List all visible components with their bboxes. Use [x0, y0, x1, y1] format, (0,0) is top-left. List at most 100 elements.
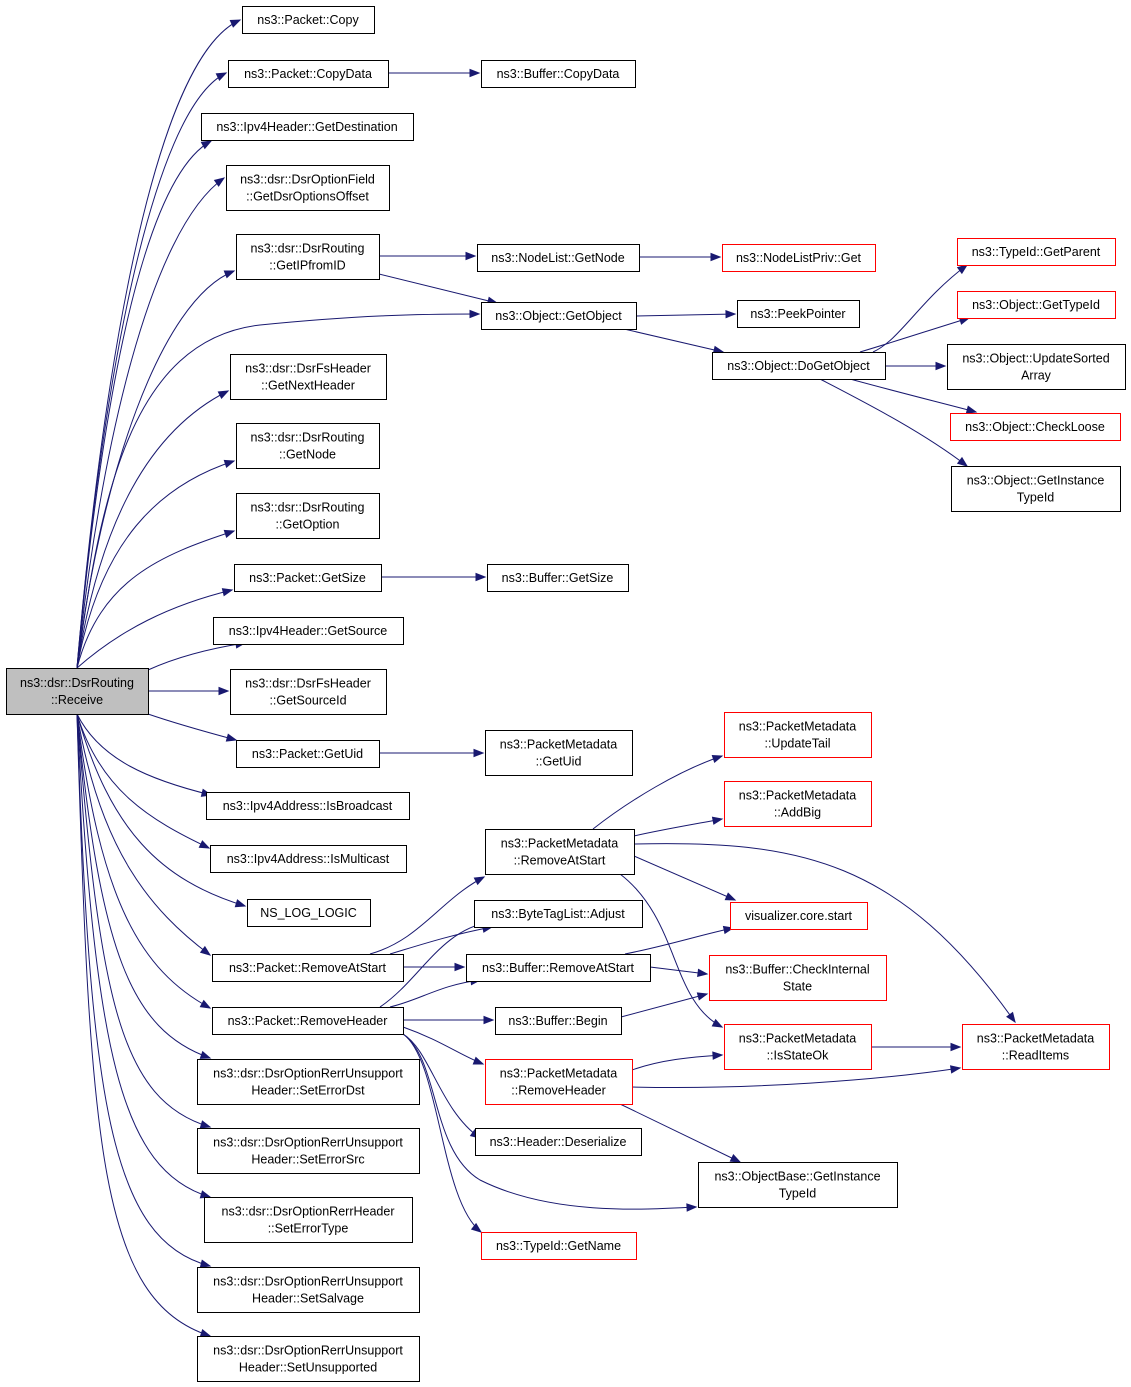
node-box[interactable]: [247, 899, 371, 927]
node-btladjust[interactable]: ns3::ByteTagList::Adjust: [474, 900, 643, 928]
node-copydata[interactable]: ns3::Packet::CopyData: [228, 60, 389, 88]
node-box[interactable]: [947, 344, 1126, 390]
node-typeidgetname[interactable]: ns3::TypeId::GetName: [481, 1232, 637, 1260]
node-box[interactable]: [481, 302, 637, 330]
node-box[interactable]: [474, 900, 643, 928]
node-box[interactable]: [230, 669, 387, 715]
node-box[interactable]: [236, 234, 380, 280]
node-box[interactable]: [201, 113, 414, 141]
node-box[interactable]: [722, 244, 876, 272]
node-seterrordst[interactable]: ns3::dsr::DsrOptionRerrUnsupportHeader::…: [197, 1059, 420, 1105]
node-box[interactable]: [724, 781, 872, 827]
node-pmupdatetail[interactable]: ns3::PacketMetadata::UpdateTail: [724, 712, 872, 758]
node-box[interactable]: [236, 423, 380, 469]
node-getipfromid[interactable]: ns3::dsr::DsrRouting::GetIPfromID: [236, 234, 380, 280]
node-getsource[interactable]: ns3::Ipv4Header::GetSource: [213, 617, 404, 645]
node-box[interactable]: [6, 668, 149, 715]
node-peekpointer[interactable]: ns3::PeekPointer: [737, 300, 860, 328]
node-box[interactable]: [234, 564, 382, 592]
node-pktremoveheader[interactable]: ns3::Packet::RemoveHeader: [212, 1007, 404, 1035]
node-box[interactable]: [242, 6, 375, 34]
node-box[interactable]: [228, 60, 389, 88]
node-typeidgetparent[interactable]: ns3::TypeId::GetParent: [957, 238, 1116, 266]
node-pktgetsize[interactable]: ns3::Packet::GetSize: [234, 564, 382, 592]
node-box[interactable]: [236, 493, 380, 539]
node-getdsroff[interactable]: ns3::dsr::DsrOptionField::GetDsrOptionsO…: [226, 165, 390, 211]
node-seterrortype[interactable]: ns3::dsr::DsrOptionRerrHeader::SetErrorT…: [204, 1197, 413, 1243]
node-box[interactable]: [475, 1128, 642, 1156]
node-bufcopydata[interactable]: ns3::Buffer::CopyData: [481, 60, 636, 88]
node-ismulticast[interactable]: ns3::Ipv4Address::IsMulticast: [210, 845, 407, 873]
node-box[interactable]: [951, 466, 1121, 512]
node-pmremoveatstart[interactable]: ns3::PacketMetadata::RemoveAtStart: [485, 829, 635, 875]
node-box[interactable]: [466, 954, 651, 982]
node-pmreaditems[interactable]: ns3::PacketMetadata::ReadItems: [962, 1024, 1110, 1070]
node-box[interactable]: [724, 1024, 872, 1070]
node-box[interactable]: [495, 1007, 622, 1035]
node-dogetobject[interactable]: ns3::Object::DoGetObject: [712, 352, 886, 380]
node-checkloose[interactable]: ns3::Object::CheckLoose: [950, 413, 1121, 441]
node-box[interactable]: [230, 354, 387, 400]
node-box[interactable]: [210, 845, 407, 873]
node-hdrdeserialize[interactable]: ns3::Header::Deserialize: [475, 1128, 642, 1156]
node-box[interactable]: [204, 1197, 413, 1243]
node-nodelistgetnode[interactable]: ns3::NodeList::GetNode: [477, 244, 640, 272]
node-root[interactable]: ns3::dsr::DsrRouting::Receive: [6, 668, 149, 715]
node-box[interactable]: [212, 954, 404, 982]
node-setunsupported[interactable]: ns3::dsr::DsrOptionRerrUnsupportHeader::…: [197, 1336, 420, 1382]
node-box[interactable]: [197, 1128, 420, 1174]
node-box[interactable]: [485, 1059, 633, 1105]
node-getnode[interactable]: ns3::dsr::DsrRouting::GetNode: [236, 423, 380, 469]
node-setsalvage[interactable]: ns3::dsr::DsrOptionRerrUnsupportHeader::…: [197, 1267, 420, 1313]
node-box[interactable]: [712, 352, 886, 380]
node-box[interactable]: [197, 1059, 420, 1105]
node-pktremoveatstart[interactable]: ns3::Packet::RemoveAtStart: [212, 954, 404, 982]
node-box[interactable]: [226, 165, 390, 211]
node-pktgetuid[interactable]: ns3::Packet::GetUid: [236, 740, 380, 768]
node-box[interactable]: [737, 300, 860, 328]
node-getdest[interactable]: ns3::Ipv4Header::GetDestination: [201, 113, 414, 141]
node-objgettypeid[interactable]: ns3::Object::GetTypeId: [957, 291, 1116, 319]
node-pmremoveheader[interactable]: ns3::PacketMetadata::RemoveHeader: [485, 1059, 633, 1105]
node-nodelistprivget[interactable]: ns3::NodeListPriv::Get: [722, 244, 876, 272]
node-box[interactable]: [724, 712, 872, 758]
node-isbroadcast[interactable]: ns3::Ipv4Address::IsBroadcast: [206, 792, 410, 820]
node-box[interactable]: [206, 792, 410, 820]
node-bufgetsize[interactable]: ns3::Buffer::GetSize: [487, 564, 629, 592]
node-getsourceid[interactable]: ns3::dsr::DsrFsHeader::GetSourceId: [230, 669, 387, 715]
node-box[interactable]: [481, 1232, 637, 1260]
node-bufremoveatstart[interactable]: ns3::Buffer::RemoveAtStart: [466, 954, 651, 982]
node-getobject[interactable]: ns3::Object::GetObject: [481, 302, 637, 330]
node-box[interactable]: [950, 413, 1121, 441]
node-box[interactable]: [485, 730, 633, 776]
node-pmgetuid[interactable]: ns3::PacketMetadata::GetUid: [485, 730, 633, 776]
node-box[interactable]: [487, 564, 629, 592]
node-box[interactable]: [698, 1162, 898, 1208]
node-getoption[interactable]: ns3::dsr::DsrRouting::GetOption: [236, 493, 380, 539]
node-box[interactable]: [730, 902, 868, 930]
node-bufbegin[interactable]: ns3::Buffer::Begin: [495, 1007, 622, 1035]
node-box[interactable]: [197, 1267, 420, 1313]
node-vizstart[interactable]: visualizer.core.start: [730, 902, 868, 930]
node-getnextheader[interactable]: ns3::dsr::DsrFsHeader::GetNextHeader: [230, 354, 387, 400]
node-box[interactable]: [477, 244, 640, 272]
node-pmaddbig[interactable]: ns3::PacketMetadata::AddBig: [724, 781, 872, 827]
node-box[interactable]: [485, 829, 635, 875]
node-box[interactable]: [957, 238, 1116, 266]
node-box[interactable]: [212, 1007, 404, 1035]
node-box[interactable]: [197, 1336, 420, 1382]
node-box[interactable]: [236, 740, 380, 768]
node-seterrorsrc[interactable]: ns3::dsr::DsrOptionRerrUnsupportHeader::…: [197, 1128, 420, 1174]
node-pmisstateok[interactable]: ns3::PacketMetadata::IsStateOk: [724, 1024, 872, 1070]
node-nslog[interactable]: NS_LOG_LOGIC: [247, 899, 371, 927]
node-box[interactable]: [481, 60, 636, 88]
node-box[interactable]: [957, 291, 1116, 319]
node-box[interactable]: [962, 1024, 1110, 1070]
node-copy[interactable]: ns3::Packet::Copy: [242, 6, 375, 34]
node-box[interactable]: [709, 955, 887, 1001]
node-box[interactable]: [213, 617, 404, 645]
